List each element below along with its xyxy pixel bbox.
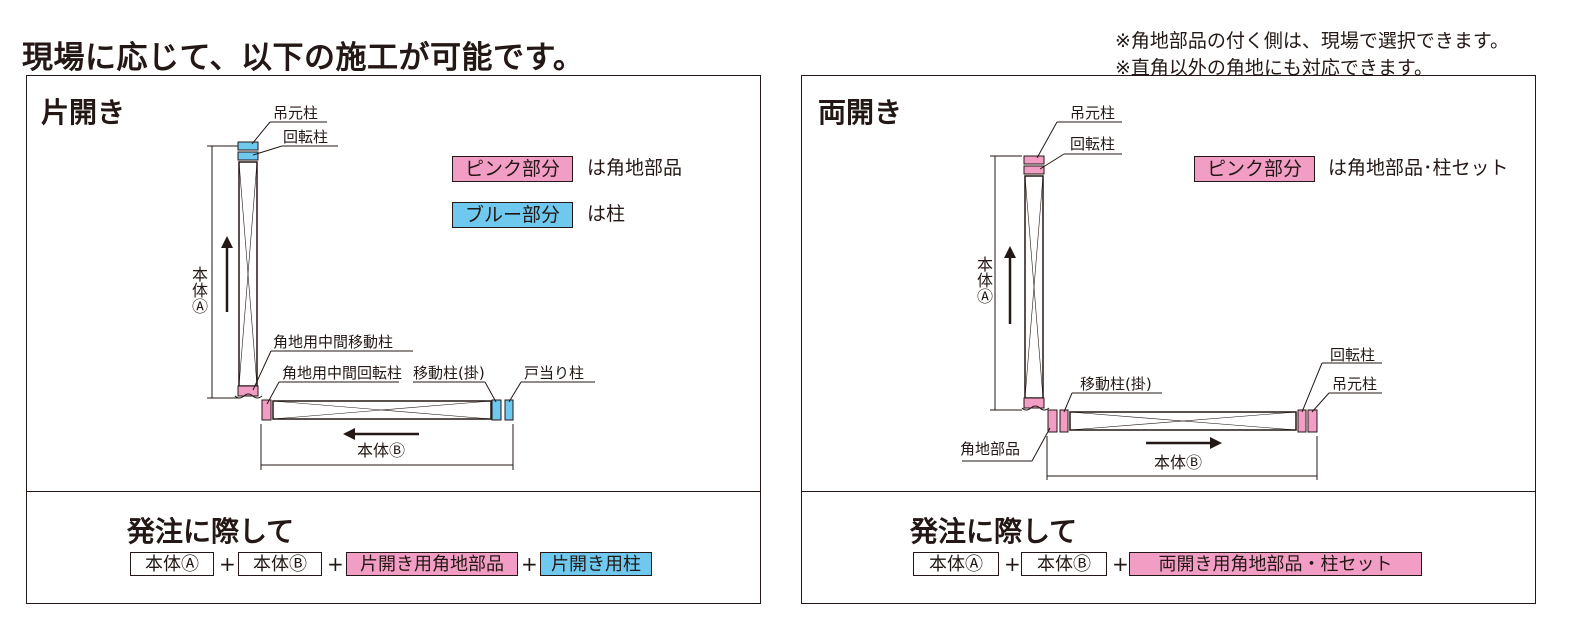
order-item-body-b: 本体Ⓑ (238, 552, 322, 576)
order-plus: + (327, 552, 344, 576)
note-corner-side: ※角地部品の付く側は、現場で選択できます。 (1115, 30, 1510, 52)
page-title: 現場に応じて、以下の施工が可能です。 (22, 40, 585, 76)
single-swing-diagram (207, 121, 595, 470)
order-item-corner-set: 両開き用角地部品・柱セット (1129, 552, 1422, 576)
label-body-a: 本体Ⓐ (189, 266, 208, 314)
legend-chip-blue: ブルー部分 (452, 202, 574, 228)
label-corner-mid-pivot-post: 角地用中間回転柱 (282, 364, 403, 382)
legend-chip-pink: ピンク部分 (1194, 156, 1316, 182)
label-pivot-post-right: 回転柱 (1330, 346, 1376, 364)
order-heading: 発注に際して (127, 515, 295, 548)
panel-divider (802, 491, 1535, 492)
label-move-post: 移動柱(掛) (413, 364, 485, 382)
order-item-body-a: 本体Ⓐ (913, 552, 999, 576)
legend-text-pink: は角地部品 (587, 157, 683, 179)
label-hinge-post-top: 吊元柱 (1070, 104, 1116, 122)
order-item-post: 片開き用柱 (540, 552, 652, 576)
order-plus: + (521, 552, 538, 576)
double-swing-panel: 両開き (801, 75, 1536, 604)
label-stop-post: 戸当り柱 (524, 364, 585, 382)
legend-text-pink: は角地部品･柱セット (1328, 157, 1509, 179)
legend-text-blue: は柱 (587, 203, 626, 225)
single-swing-panel: 片開き (26, 75, 761, 604)
panel-title-single: 片開き (41, 96, 126, 129)
label-hinge-post-right: 吊元柱 (1332, 375, 1378, 393)
legend-chip-pink: ピンク部分 (452, 156, 574, 182)
label-pivot-post: 回転柱 (283, 128, 329, 146)
order-plus: + (1004, 552, 1021, 576)
double-swing-diagram (962, 121, 1382, 480)
label-body-a: 本体Ⓐ (974, 256, 993, 304)
label-body-b: 本体Ⓑ (1154, 453, 1203, 472)
label-hinge-post: 吊元柱 (273, 104, 319, 122)
label-body-b: 本体Ⓑ (357, 441, 406, 460)
order-heading: 発注に際して (910, 515, 1078, 548)
order-plus: + (1112, 552, 1129, 576)
order-item-corner-part: 片開き用角地部品 (346, 552, 518, 576)
panel-title-double: 両開き (818, 96, 903, 129)
label-move-post: 移動柱(掛) (1080, 375, 1152, 393)
panel-divider (27, 491, 760, 492)
label-pivot-post-top: 回転柱 (1070, 135, 1116, 153)
order-item-body-b: 本体Ⓑ (1021, 552, 1107, 576)
label-corner-mid-move-post: 角地用中間移動柱 (273, 333, 394, 351)
label-corner-part: 角地部品 (960, 440, 1021, 458)
order-plus: + (219, 552, 236, 576)
note-non-right-angle: ※直角以外の角地にも対応できます。 (1115, 57, 1434, 79)
order-item-body-a: 本体Ⓐ (130, 552, 214, 576)
